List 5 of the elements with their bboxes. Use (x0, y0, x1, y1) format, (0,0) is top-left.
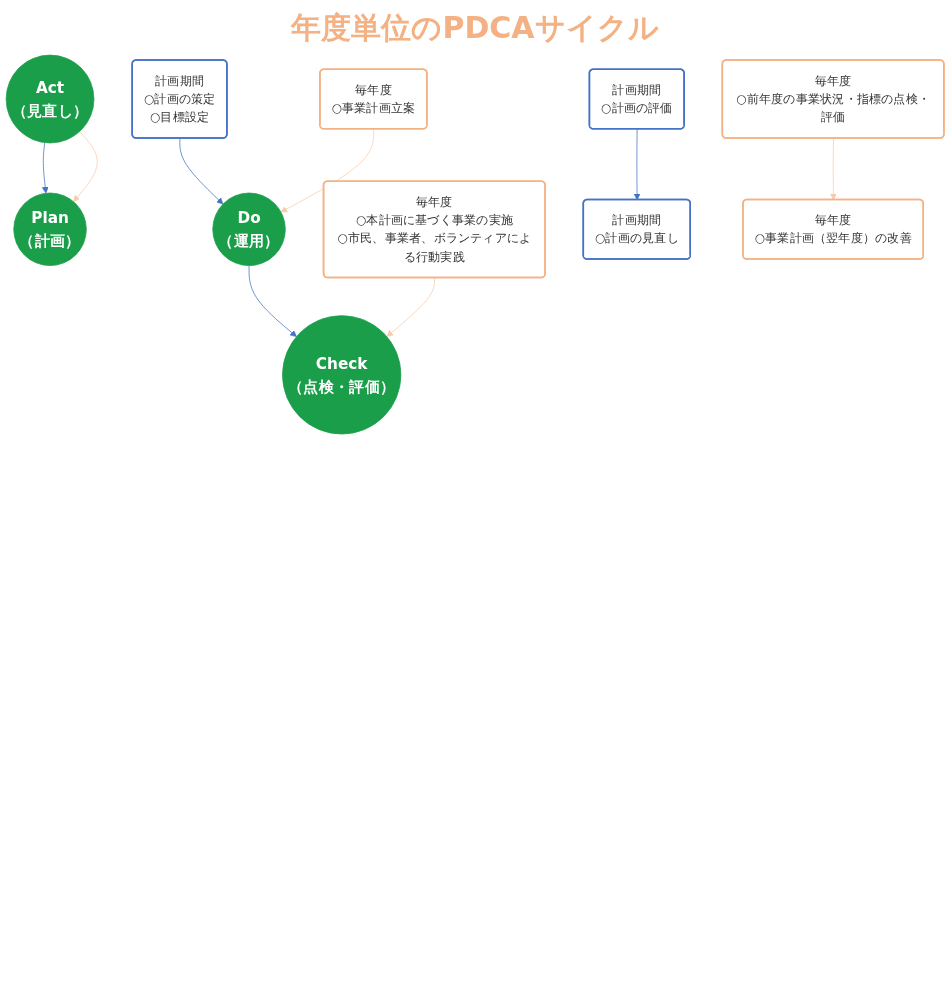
node-circle: Act （見直し） (5, 54, 95, 144)
center-label: 年度単位のPDCAサイクル (291, 9, 659, 47)
node-circle: Do （運用） (212, 192, 286, 266)
node-circle: Check （点検・評価） (282, 315, 402, 435)
node-circle: Plan （計画） (13, 192, 87, 266)
